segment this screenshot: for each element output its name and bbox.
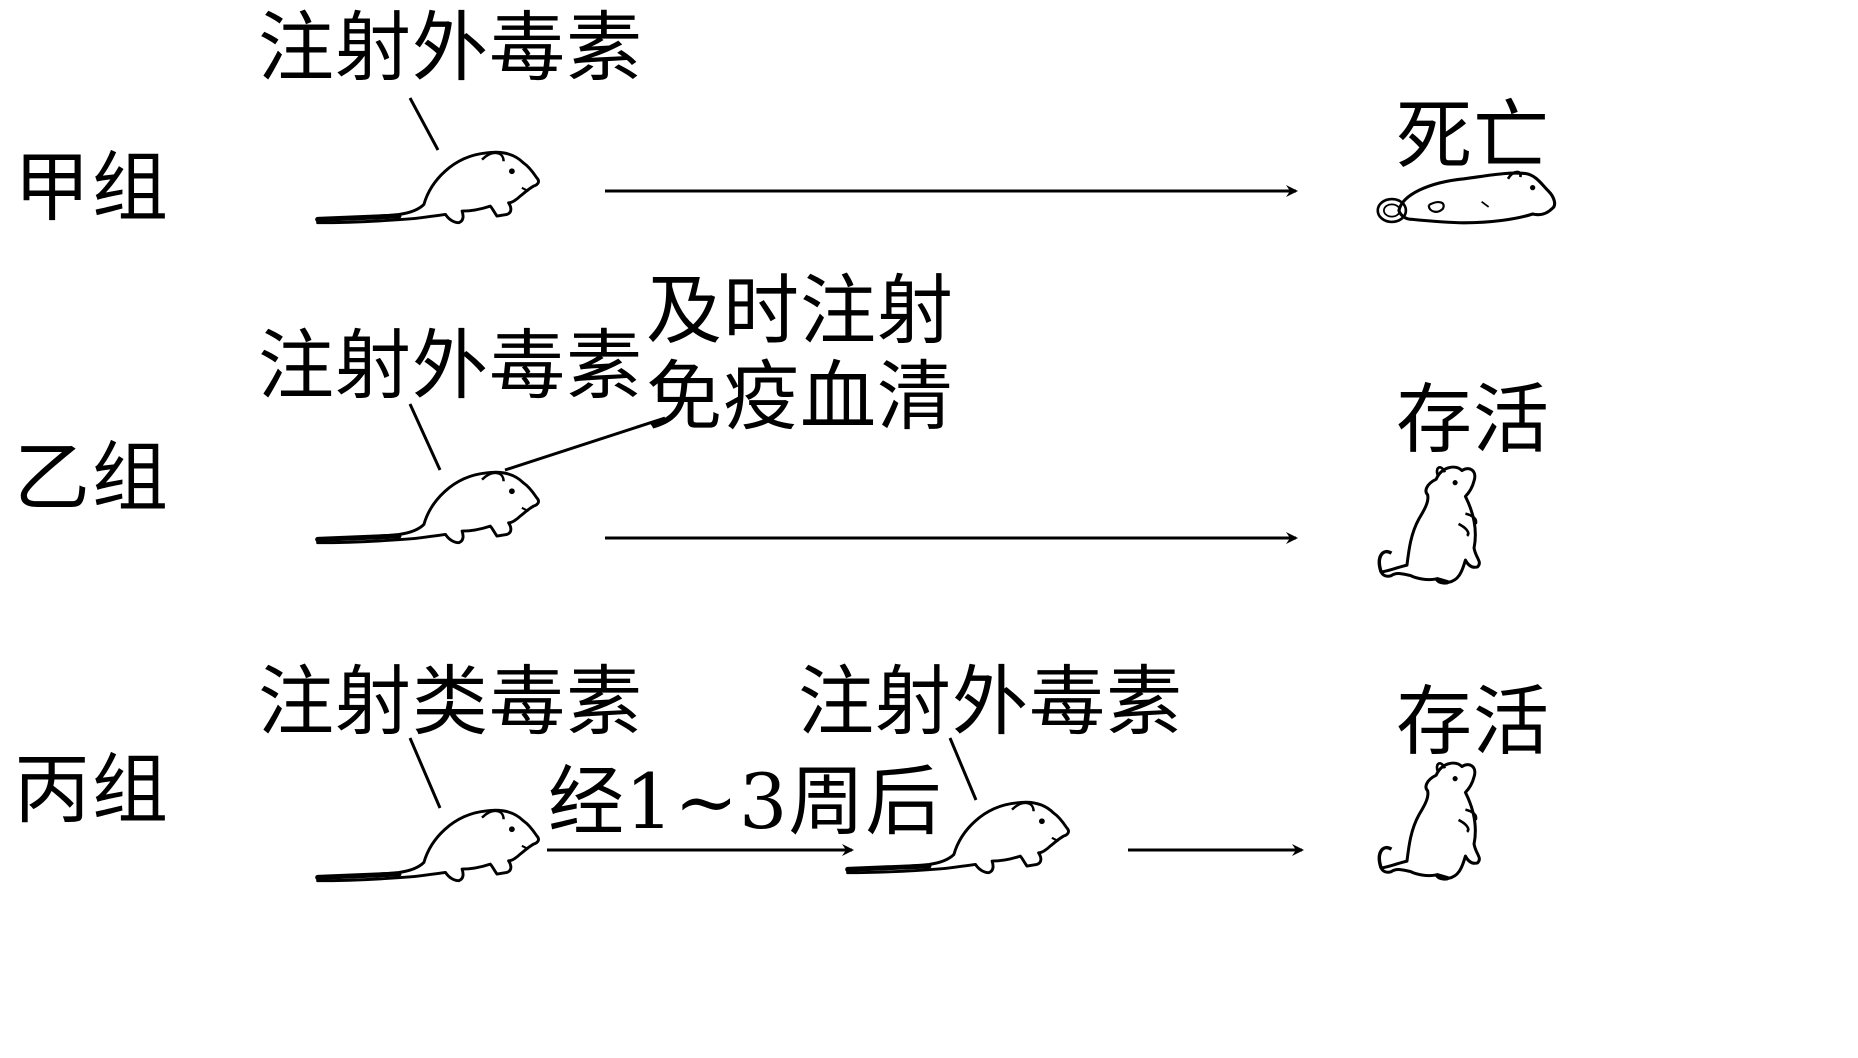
mouse-icon xyxy=(318,152,539,222)
jia-group-label: 甲组 xyxy=(14,143,170,232)
yi-inject-label: 注射外毒素 xyxy=(258,321,643,410)
bing-inject-label-2: 注射外毒素 xyxy=(798,657,1183,746)
bing-result-label: 存活 xyxy=(1396,677,1550,766)
standing-mouse-icon xyxy=(1379,763,1479,879)
jia-inject-label: 注射外毒素 xyxy=(258,3,643,92)
yi-serum-line2: 免疫血清 xyxy=(646,352,954,441)
yi-group-label: 乙组 xyxy=(14,433,170,522)
mouse-icon xyxy=(318,472,539,542)
pointer-line-bing-1 xyxy=(408,737,442,809)
jia-result-label: 死亡 xyxy=(1396,91,1550,180)
bing-group-label: 丙组 xyxy=(14,745,170,834)
serum-pointer-line xyxy=(504,416,666,472)
bing-interval-label: 经1~3周后 xyxy=(548,757,943,846)
pointer-line-jia xyxy=(408,97,440,151)
pointer-line-bing-2 xyxy=(948,737,978,801)
pointer-line-yi xyxy=(408,403,442,471)
bing-inject-label-1: 注射类毒素 xyxy=(258,657,643,746)
mouse-icon xyxy=(318,810,539,880)
yi-serum-line1: 及时注射 xyxy=(646,266,954,355)
yi-result-label: 存活 xyxy=(1396,375,1550,464)
standing-mouse-icon xyxy=(1379,467,1479,583)
yi-serum-label: 及时注射 免疫血清 xyxy=(646,268,954,440)
